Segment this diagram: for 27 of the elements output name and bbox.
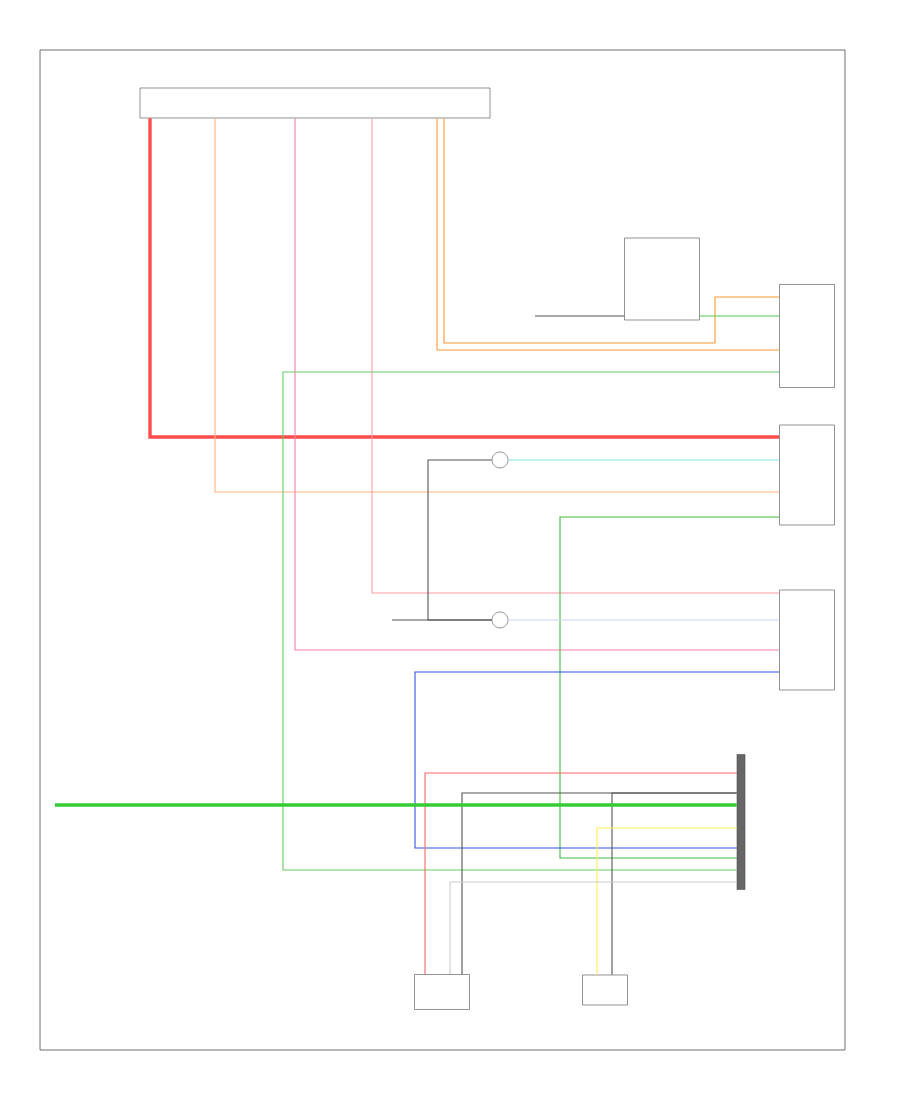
connector-circle: [491, 611, 509, 629]
component-box: [779, 589, 835, 691]
wire: [449, 881, 738, 975]
wire: [294, 117, 780, 651]
wire: [534, 315, 625, 317]
component-box: [414, 974, 470, 1010]
wire: [559, 516, 780, 859]
wire: [371, 117, 780, 594]
wire: [507, 459, 780, 461]
wire: [414, 671, 780, 849]
component-box: [624, 237, 700, 321]
wire: [148, 118, 780, 439]
wire: [699, 315, 780, 317]
component-box: [779, 424, 835, 526]
connector-bar: [736, 754, 746, 890]
wire: [611, 792, 738, 976]
wire: [214, 117, 780, 493]
wire: [427, 459, 493, 621]
connector-circle: [491, 451, 509, 469]
wire: [282, 371, 780, 871]
wire: [596, 827, 738, 976]
wire: [424, 772, 738, 975]
component-box: [139, 87, 491, 119]
component-box: [582, 974, 628, 1006]
wire: [391, 619, 493, 621]
component-box: [779, 284, 835, 388]
wire: [55, 803, 737, 807]
